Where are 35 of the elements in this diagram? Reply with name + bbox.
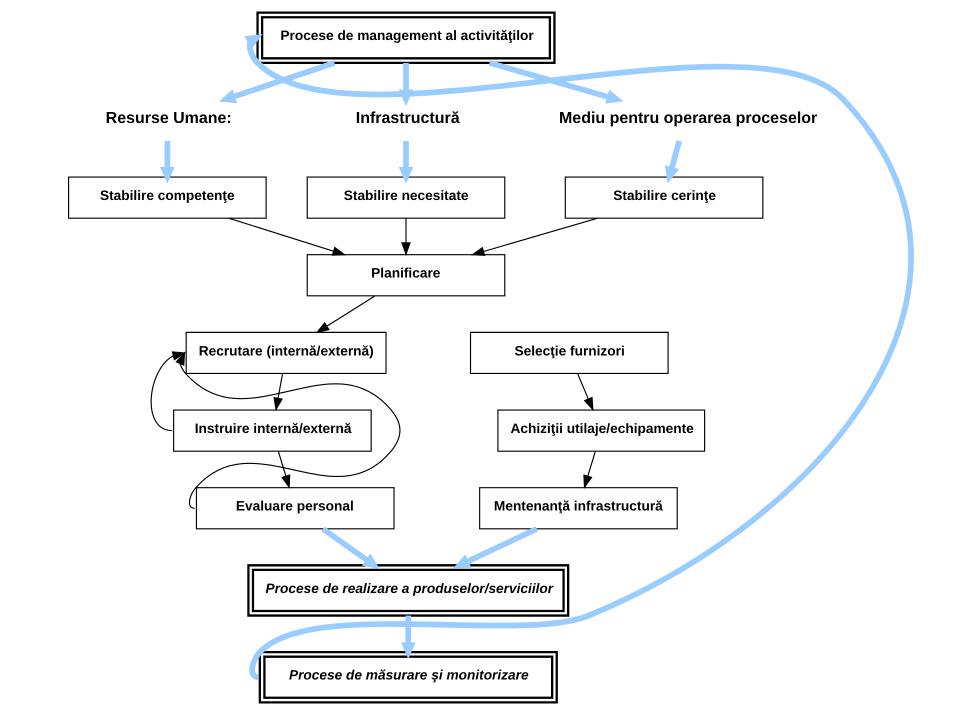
node-box: Evaluare personal — [195, 487, 394, 530]
arrow — [398, 140, 413, 184]
node-box: Procese de realizare a produselor/serviciilor — [246, 564, 569, 617]
arrow — [576, 374, 593, 412]
arrow — [244, 34, 913, 678]
node-box: Selecţie furnizori — [469, 332, 668, 374]
node-box: Stabilire cerinţe — [564, 176, 763, 219]
node-box: Planificare — [306, 254, 505, 296]
node-box: Mentenanţă infrastructură — [478, 487, 678, 530]
node-text: Resurse Umane: — [105, 110, 232, 128]
node-box: Recrutare (internă/externă) — [185, 332, 386, 374]
node-box: Achiziţii utilaje/echipamente — [496, 409, 705, 452]
arrow — [228, 218, 346, 256]
arrow — [150, 351, 186, 432]
arrow — [452, 526, 538, 568]
arrow — [277, 451, 290, 489]
arrow — [159, 140, 174, 184]
node-text: Infrastructură — [355, 110, 460, 128]
arrow — [174, 351, 400, 509]
arrow — [320, 526, 380, 570]
node-text: Mediu pentru operarea proceselor — [558, 110, 817, 128]
node-box: Stabilire competenţe — [68, 176, 266, 219]
arrow — [400, 218, 410, 256]
arrow — [664, 140, 682, 184]
arrow — [582, 451, 596, 489]
node-box: Instruire internă/externă — [172, 409, 372, 452]
node-box: Procese de management al activităţilor — [256, 12, 556, 64]
arrow — [315, 296, 375, 334]
arrow — [470, 218, 597, 256]
arrow — [488, 60, 623, 104]
arrow — [400, 616, 416, 660]
node-box: Procese de măsurare şi monitorizare — [258, 650, 558, 704]
arrow — [272, 374, 283, 412]
node-box: Stabilire necesitate — [306, 176, 505, 219]
arrow — [218, 60, 335, 104]
